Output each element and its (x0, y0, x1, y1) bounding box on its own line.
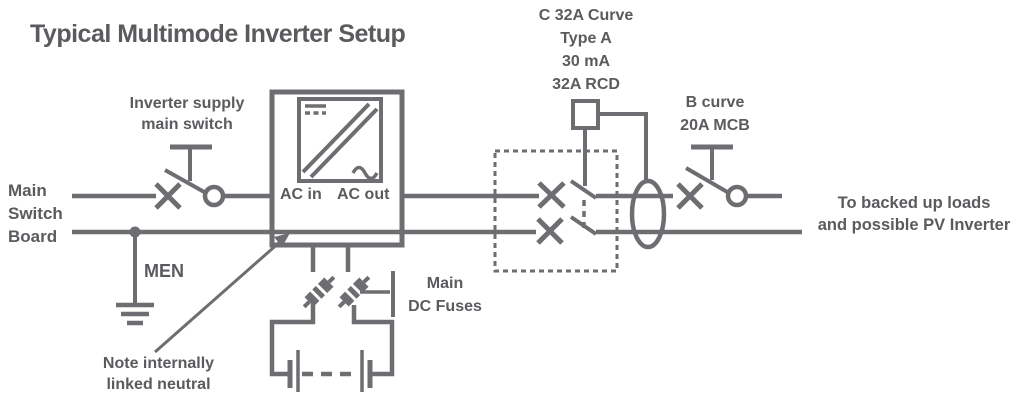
rcd-line1: C 32A Curve (538, 7, 634, 24)
mcb-line1: B curve (685, 94, 745, 111)
inverter-box (269, 89, 405, 248)
main-switch-board-line2: Switch (8, 204, 63, 223)
main-switch-contact-cross (154, 182, 182, 210)
fuse-stripes (344, 283, 363, 302)
main-switch-blade (164, 168, 207, 195)
rcd-line4: 32A RCD (552, 76, 620, 93)
mcb-hinge (725, 184, 749, 208)
note-line1: Note internally (102, 355, 215, 372)
mcb-label: B curve 20A MCB (663, 91, 767, 137)
mcb-contact-cross (676, 182, 704, 210)
loads-line2: and possible PV Inverter (817, 216, 1011, 234)
inverter-supply-line1: Inverter supply (129, 95, 245, 112)
ac-sine-icon (351, 165, 379, 181)
fuse-body (304, 277, 334, 307)
note-label: Note internally linked neutral (86, 353, 231, 395)
inverter-supply-line2: main switch (141, 116, 233, 133)
rcd-line3: 30 mA (561, 53, 611, 70)
mcb-blade (684, 166, 731, 195)
main-dc-fuses-label: Main DC Fuses (399, 272, 491, 318)
diagram-title: Typical Multimode Inverter Setup (30, 20, 406, 48)
rcd-toroid-coil (629, 178, 667, 250)
fuse-terminal-stubs (337, 275, 371, 309)
fuse-stripes (309, 283, 328, 302)
inverter-supply-switch-label: Inverter supply main switch (107, 93, 267, 135)
note-line2: linked neutral (106, 376, 211, 393)
fuse-body (339, 277, 369, 307)
loads-line1: To backed up loads (837, 194, 991, 212)
rcd-test-button (571, 99, 600, 130)
main-switch-board-label: Main Switch Board (8, 179, 63, 248)
men-label: MEN (144, 261, 184, 281)
ac-in-label: AC in (280, 186, 322, 203)
ac-out-label: AC out (337, 186, 390, 203)
battery-loop-right (351, 305, 395, 377)
dc-fuses-line2: DC Fuses (408, 298, 482, 315)
rcd-label: C 32A Curve Type A 30 mA 32A RCD (529, 4, 643, 96)
note-pointer-line (154, 239, 282, 354)
dc-fuse-right (337, 275, 371, 309)
mcb-line2: 20A MCB (680, 117, 750, 134)
inverter-diagonal-2 (309, 107, 379, 179)
rcd-active-contact-cross (537, 181, 566, 209)
dc-fuses-line1: Main (426, 275, 464, 292)
main-switch-hinge (202, 184, 226, 208)
rcd-line2: Type A (560, 30, 612, 47)
main-switch-board-line1: Main (8, 181, 47, 200)
rcd-neutral-contact-cross (536, 217, 564, 245)
fuse-terminal-stubs (302, 275, 336, 309)
battery-loop-left (269, 304, 316, 377)
rcd-active-blade (569, 179, 598, 200)
loads-label: To backed up loads and possible PV Inver… (808, 192, 1020, 236)
rcd-dashed-box (493, 149, 619, 273)
rcd-test-branch (598, 112, 648, 183)
note-pointer-arrowhead (274, 233, 290, 247)
inverter-symbol-box (297, 97, 383, 183)
inverter-diagonal-1 (301, 102, 371, 174)
dc-fuse-left (302, 275, 336, 309)
main-switch-board-line3: Board (8, 227, 58, 246)
